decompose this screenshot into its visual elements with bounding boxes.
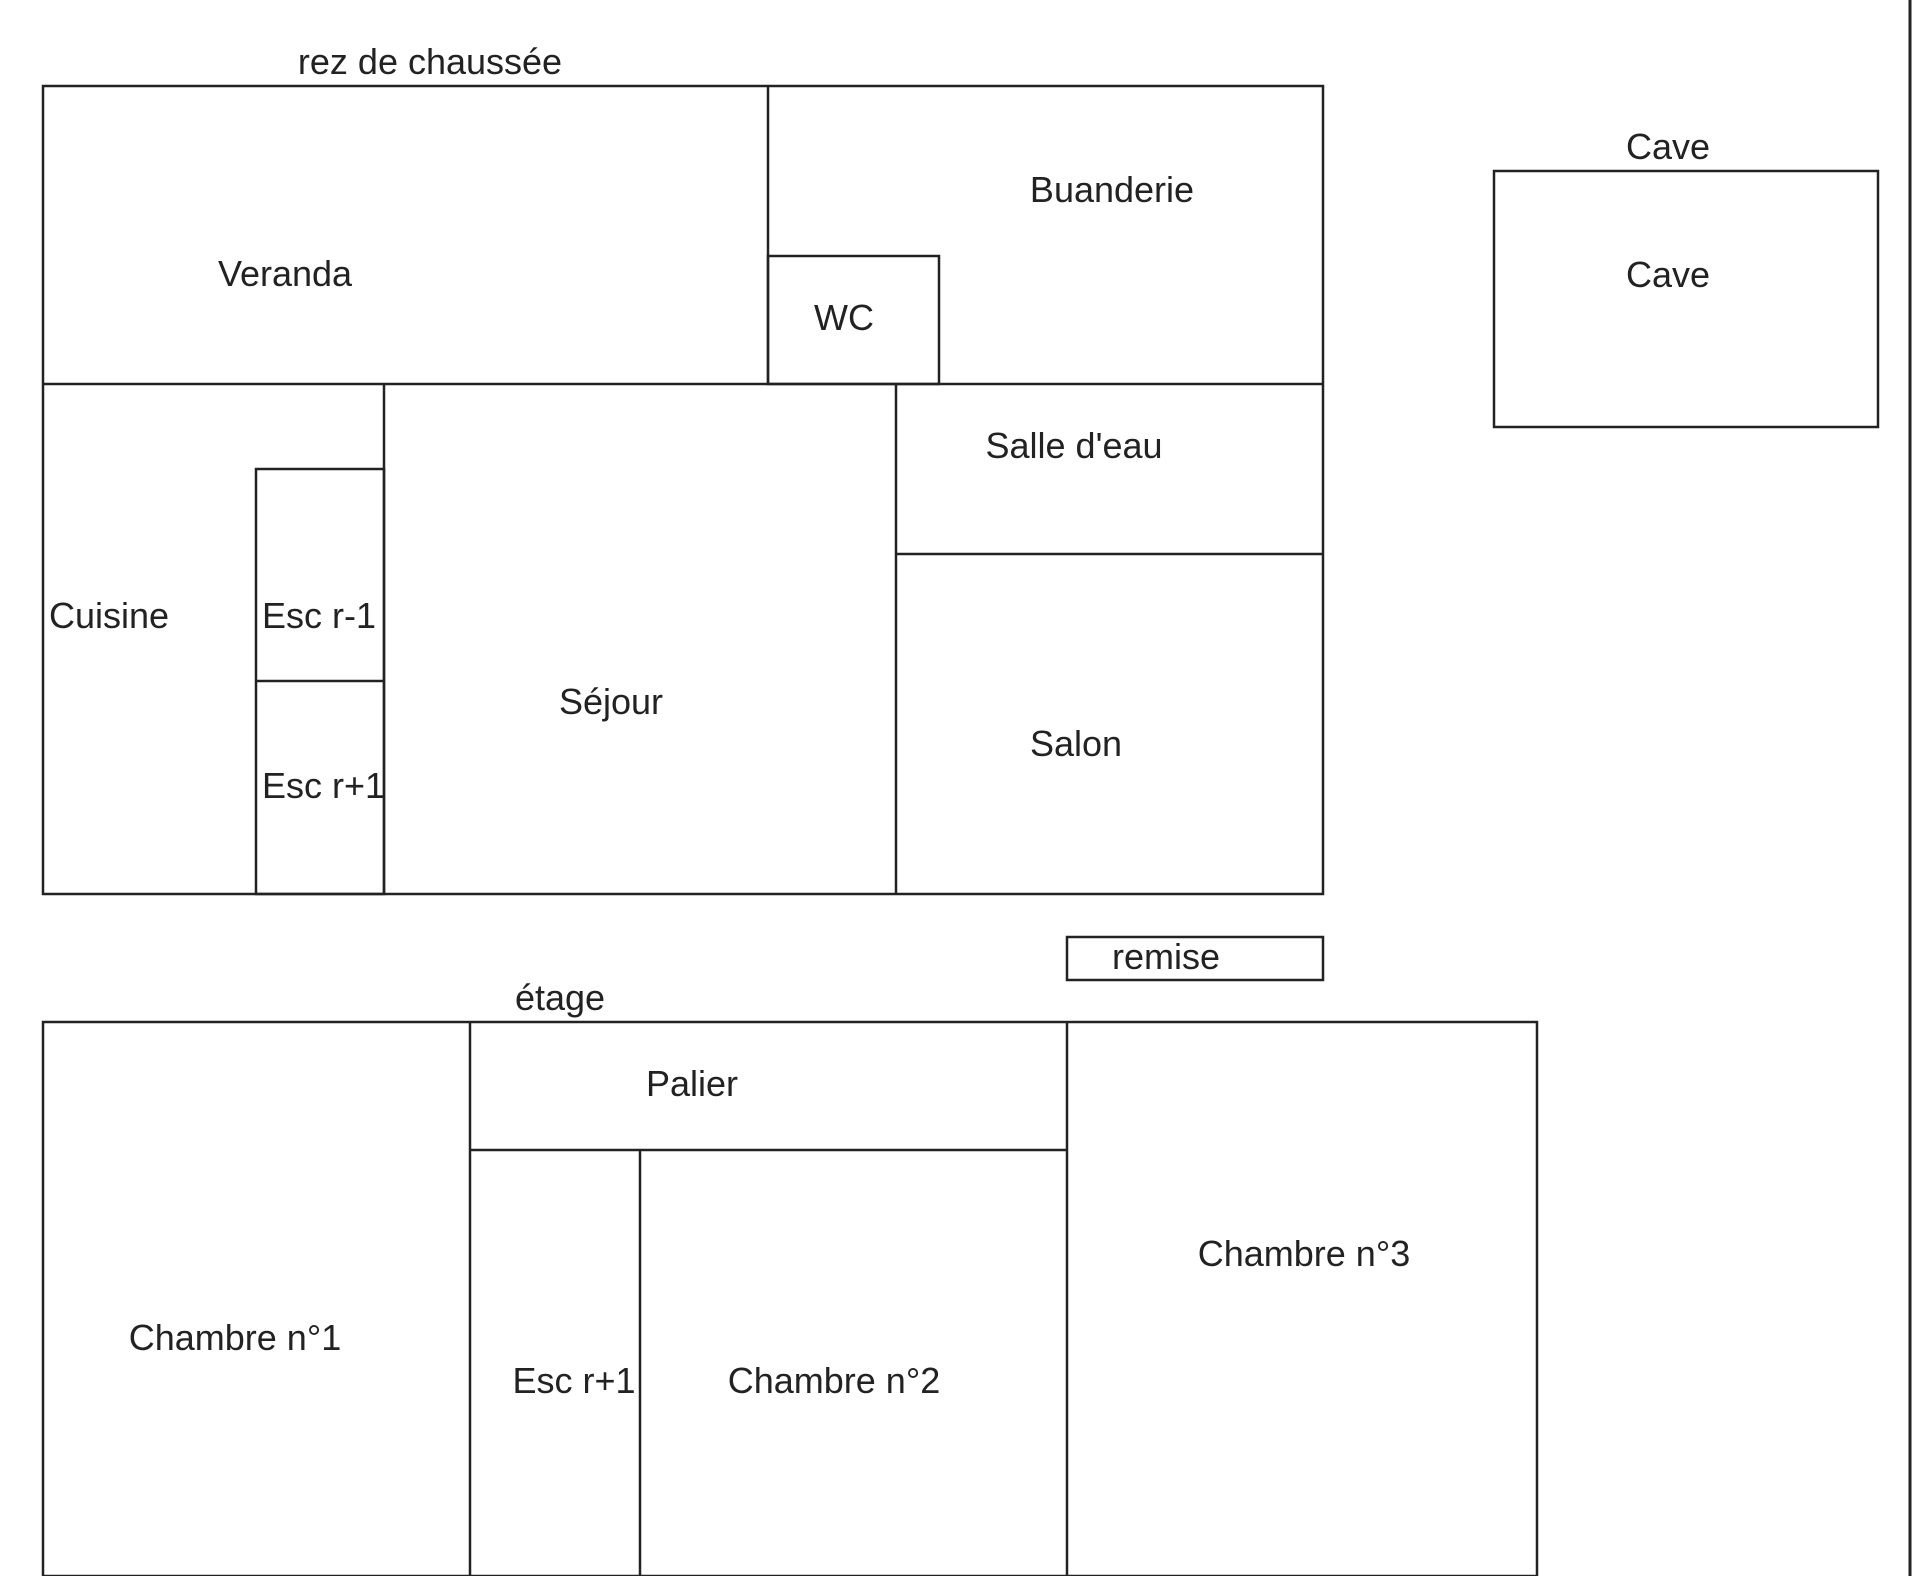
- room-label-cuisine: Cuisine: [49, 595, 170, 636]
- room-label-wc: WC: [814, 297, 874, 338]
- room-label-esc-r-plus-1-ground: Esc r+1: [262, 765, 386, 806]
- room-label-chambre-1: Chambre n°1: [128, 1317, 342, 1358]
- room-label-salon: Salon: [1029, 723, 1123, 764]
- room-label-cave: Cave: [1625, 254, 1711, 295]
- room-label-veranda: Veranda: [217, 253, 353, 294]
- room-label-chambre-3: Chambre n°3: [1197, 1233, 1411, 1274]
- remise-room: [1065, 935, 1325, 982]
- room-label-salle-eau: Salle d'eau: [985, 425, 1163, 466]
- wc-room: [766, 254, 941, 386]
- room-label-esc-r-plus-1-upper: Esc r+1: [512, 1360, 636, 1401]
- upper-floor-outline: [41, 1020, 1539, 1576]
- room-label-sejour: Séjour: [558, 681, 664, 722]
- room-label-palier: Palier: [645, 1063, 739, 1104]
- upper-floor-title: étage: [514, 977, 606, 1018]
- ground-floor-title: rez de chaussée: [297, 41, 563, 82]
- ground-floor-outline: [41, 84, 1325, 896]
- room-label-chambre-2: Chambre n°2: [727, 1360, 941, 1401]
- cave-room: [1492, 169, 1880, 429]
- room-label-esc-r-minus-1: Esc r-1: [262, 595, 377, 636]
- room-label-buanderie: Buanderie: [1029, 169, 1195, 210]
- room-label-remise: remise: [1111, 936, 1221, 977]
- cellar-title: Cave: [1625, 126, 1711, 167]
